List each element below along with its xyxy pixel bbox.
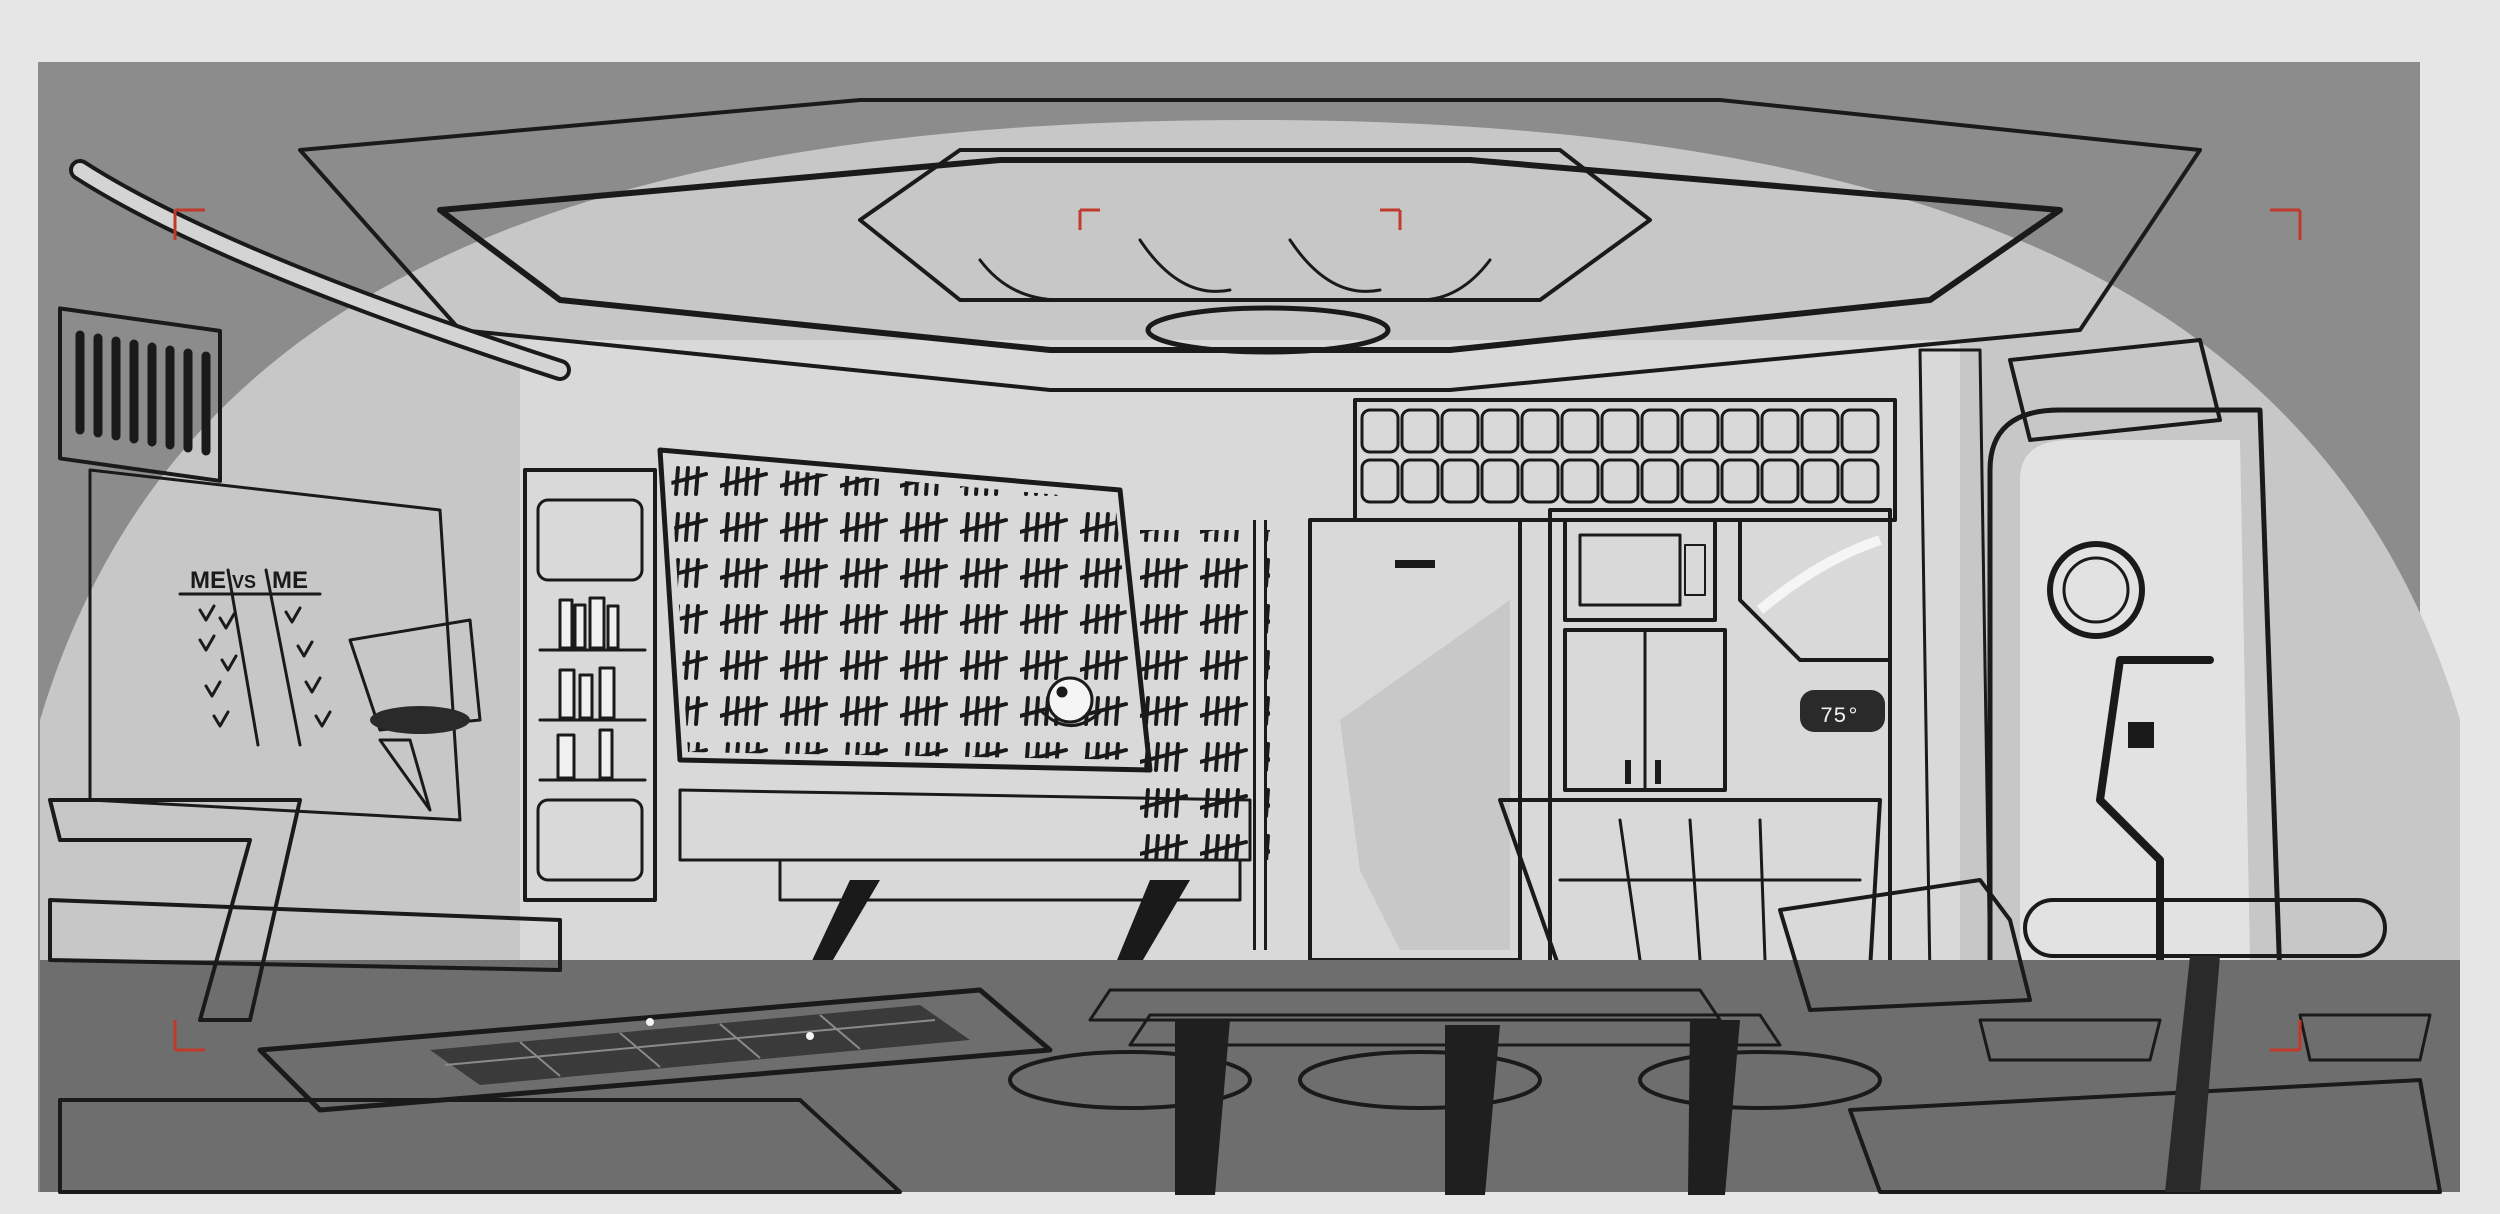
vent-grille bbox=[58, 306, 222, 483]
ceiling bbox=[298, 98, 2202, 392]
temperature-display bbox=[1800, 690, 1885, 732]
foreground-ramp bbox=[1848, 1078, 2442, 1194]
door-handle bbox=[1395, 560, 1435, 568]
pilot-seats bbox=[1008, 1020, 1882, 1195]
left-console bbox=[48, 798, 562, 1022]
tally-panel bbox=[657, 447, 1153, 773]
whiteboard-label-left: ME bbox=[190, 567, 226, 594]
whiteboard-label-right: ME bbox=[272, 567, 308, 594]
navigation-grid-panel bbox=[257, 987, 1053, 1113]
airlock-door bbox=[1987, 407, 2283, 983]
window-screen bbox=[1738, 518, 1892, 662]
temperature-readout: 75° bbox=[1820, 704, 1860, 729]
bench bbox=[678, 788, 1252, 965]
bookshelf bbox=[523, 468, 657, 902]
frame-guide-marks bbox=[173, 208, 2302, 1052]
foreground-step bbox=[58, 1098, 902, 1194]
wall-sign bbox=[2008, 338, 2222, 442]
whiteboard-label-vs: VS bbox=[232, 572, 256, 592]
porthole-window bbox=[2047, 541, 2145, 639]
tally-marks-wall bbox=[1140, 530, 1270, 860]
waste-bin bbox=[348, 618, 482, 812]
door-button bbox=[2128, 722, 2154, 748]
right-console-tube bbox=[1778, 878, 2432, 1192]
whiteboard: ME VS ME bbox=[88, 468, 462, 822]
drawn-bird-doodle bbox=[1038, 676, 1102, 727]
microwave bbox=[1563, 518, 1717, 622]
ceiling-light bbox=[1145, 305, 1391, 355]
